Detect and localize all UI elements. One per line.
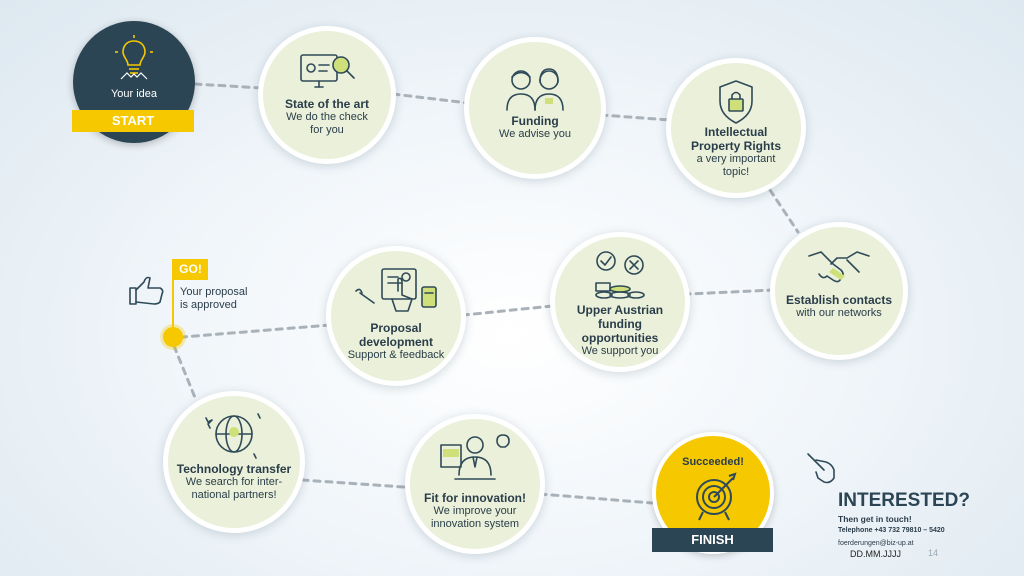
go-caption-line: Your proposal [180, 286, 248, 298]
globe-bulb-icon [202, 408, 266, 462]
lightbulb-icon [115, 35, 153, 80]
contact-line: Then get in touch! [838, 514, 912, 524]
contact-phone[interactable]: Telephone +43 732 79810 – 5420 [838, 527, 945, 534]
go-caption-line: is approved [180, 299, 237, 311]
node-funding[interactable]: Funding We advise you [464, 37, 606, 179]
node-title: State of the art [284, 97, 369, 111]
node-establish-contacts[interactable]: Establish contacts with our networks [770, 222, 908, 360]
node-subtitle: for you [310, 124, 344, 136]
contact-email[interactable]: foerderungen@biz-up.at [838, 540, 914, 547]
node-title: Intellectual [704, 125, 768, 139]
node-subtitle: We advise you [499, 128, 571, 140]
node-subtitle: We search for inter- [185, 476, 283, 488]
target-icon [696, 472, 737, 521]
finish-label: Succeeded! [682, 456, 744, 468]
node-subtitle: with our networks [796, 307, 882, 319]
node-title: Establish contacts [785, 293, 893, 307]
start-label: Your idea [110, 88, 158, 100]
footer-date: DD.MM.JJJJ [850, 549, 901, 559]
go-caption: Your proposal is approved [180, 286, 247, 312]
node-title: opportunities [581, 331, 659, 345]
go-marker [163, 327, 183, 347]
document-hand-icon [346, 265, 446, 321]
node-subtitle: national partners! [191, 489, 277, 501]
node-title: Proposal development [358, 321, 433, 349]
node-subtitle: innovation system [430, 518, 520, 530]
advisors-icon [503, 64, 567, 114]
node-upper-austrian-funding[interactable]: Upper Austrian funding opportunities We … [550, 232, 690, 372]
node-title: Fit for innovation! [424, 491, 526, 505]
presenter-icon [435, 431, 515, 491]
handshake-icon [807, 241, 871, 293]
start-banner: START [72, 110, 194, 132]
monitor-magnifier-icon [295, 51, 359, 97]
finish-banner: FINISH [652, 528, 773, 552]
interested-headline: INTERESTED? [838, 490, 970, 511]
node-subtitle: a very important [696, 153, 776, 165]
go-flag-pole [172, 259, 174, 333]
node-title: Upper Austrian funding [576, 303, 664, 331]
node-state-of-the-art[interactable]: State of the art We do the check for you [258, 26, 396, 164]
node-fit-for-innovation[interactable]: Fit for innovation! We improve your inno… [405, 414, 545, 554]
go-flag: GO! [173, 259, 208, 280]
node-intellectual-property[interactable]: Intellectual Property Rights a very impo… [666, 58, 806, 198]
node-proposal-development[interactable]: Proposal development Support & feedback [326, 246, 466, 386]
thumbs-up-icon [129, 276, 164, 305]
node-subtitle: We support you [581, 345, 659, 357]
node-subtitle: We improve your [433, 505, 517, 517]
node-subtitle: Support & feedback [347, 349, 445, 361]
shield-lock-icon [704, 79, 768, 125]
node-technology-transfer[interactable]: Technology transfer We search for inter-… [163, 391, 305, 533]
page-number: 14 [928, 548, 939, 558]
node-title: Technology transfer [176, 462, 292, 476]
coins-check-icon [588, 249, 652, 303]
node-subtitle: topic! [722, 166, 750, 178]
node-title: Property Rights [690, 139, 781, 153]
node-title: Funding [511, 114, 559, 128]
pointing-hand-icon [807, 453, 835, 484]
node-subtitle: We do the check [286, 111, 368, 123]
